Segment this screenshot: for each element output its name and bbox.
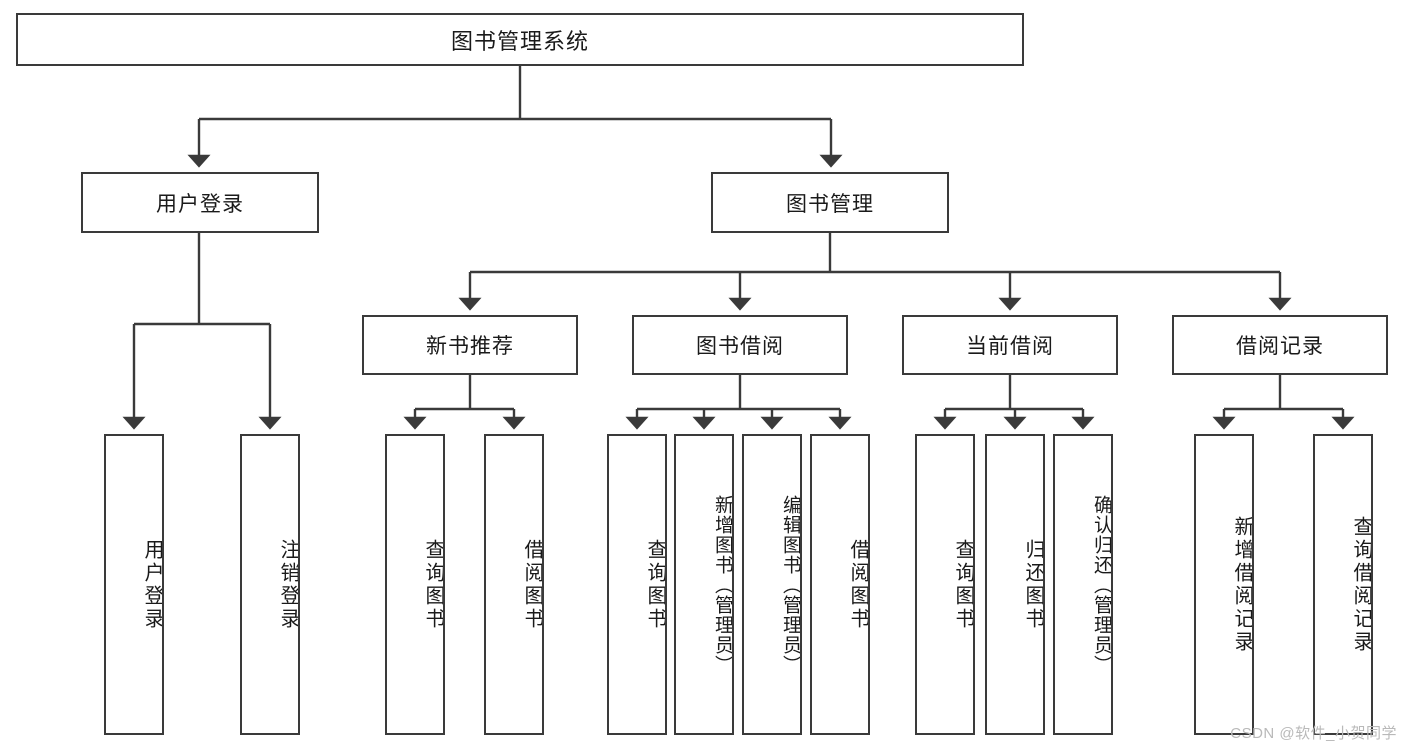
node-root[interactable]: 图书管理系统 [16,13,1024,66]
csdn-watermark: CSDN @软件_小贺同学 [1230,725,1397,742]
leaf-return-book[interactable]: 归还图书 [985,434,1045,735]
leaf-borrow-book[interactable]: 借阅图书 [810,434,870,735]
leaf-logout-login[interactable]: 注销登录 [240,434,300,735]
node-borrow-record[interactable]: 借阅记录 [1172,315,1388,375]
node-user-login[interactable]: 用户登录 [81,172,319,233]
leaf-add-book-admin[interactable]: 新增图书（管理员） [674,434,734,735]
leaf-borrow-book-recommendation[interactable]: 借阅图书 [484,434,544,735]
leaf-query-book-borrow[interactable]: 查询图书 [607,434,667,735]
leaf-query-borrow-record[interactable]: 查询借阅记录 [1313,434,1373,735]
leaf-query-book-current[interactable]: 查询图书 [915,434,975,735]
node-new-book-recommendation[interactable]: 新书推荐 [362,315,578,375]
leaf-confirm-return-admin[interactable]: 确认归还（管理员） [1053,434,1113,735]
node-current-borrow[interactable]: 当前借阅 [902,315,1118,375]
leaf-edit-book-admin[interactable]: 编辑图书（管理员） [742,434,802,735]
node-book-manage[interactable]: 图书管理 [711,172,949,233]
leaf-user-login[interactable]: 用户登录 [104,434,164,735]
leaf-add-borrow-record[interactable]: 新增借阅记录 [1194,434,1254,735]
leaf-query-book-recommendation[interactable]: 查询图书 [385,434,445,735]
node-book-borrow[interactable]: 图书借阅 [632,315,848,375]
